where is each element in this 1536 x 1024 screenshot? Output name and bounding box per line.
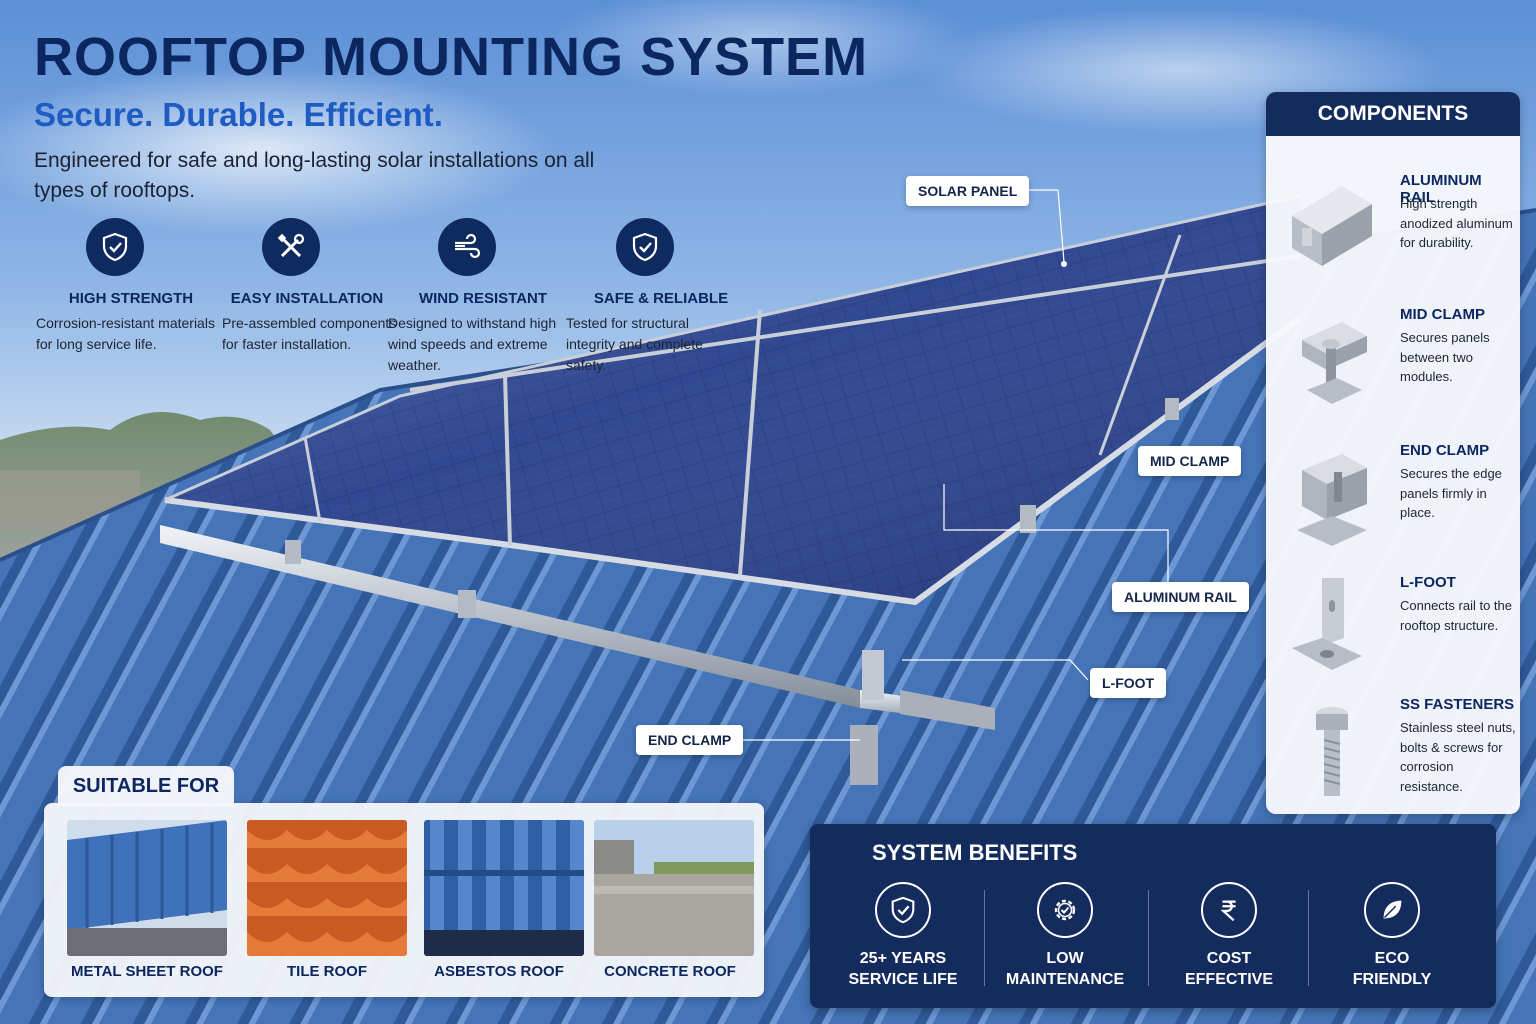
components-panel: COMPONENTS ALUMINUM RAIL High strength a… bbox=[1266, 92, 1520, 814]
benefit-line-2: EFFECTIVE bbox=[1184, 971, 1273, 988]
feature-wind-resistant: WIND RESISTANT Designed to withstand hig… bbox=[388, 218, 578, 376]
benefit-line-2: MAINTENANCE bbox=[1005, 971, 1125, 988]
leaf-icon bbox=[1364, 882, 1420, 938]
component-mid-clamp: MID CLAMP Secures panels between two mod… bbox=[1266, 306, 1520, 436]
benefit-divider bbox=[1308, 890, 1309, 986]
tools-icon bbox=[262, 218, 320, 276]
shield-check-icon bbox=[875, 882, 931, 938]
feature-title: SAFE & RELIABLE bbox=[593, 290, 729, 307]
wind-icon bbox=[438, 218, 496, 276]
benefit-line-1: ECO bbox=[1374, 950, 1410, 967]
feature-easy-installation: EASY INSTALLATION Pre-assembled componen… bbox=[212, 218, 402, 355]
system-benefits-panel: SYSTEM BENEFITS 25+ YEARS SERVICE LIFE LO… bbox=[810, 824, 1496, 1008]
feature-title: WIND RESISTANT bbox=[418, 290, 548, 307]
aluminum-rail-image bbox=[1292, 186, 1372, 266]
component-name: END CLAMP bbox=[1400, 442, 1490, 459]
feature-title: EASY INSTALLATION bbox=[230, 290, 384, 307]
benefits-title: SYSTEM BENEFITS bbox=[872, 840, 1078, 865]
component-description: Stainless steel nuts, bolts & screws for… bbox=[1400, 720, 1516, 794]
gear-check-icon bbox=[1037, 882, 1093, 938]
callout-aluminum-rail: ALUMINUM RAIL bbox=[1112, 582, 1249, 612]
feature-description: Designed to withstand high wind speeds a… bbox=[388, 315, 557, 373]
component-name: SS FASTENERS bbox=[1400, 696, 1515, 713]
concrete-roof-image bbox=[594, 820, 754, 956]
tile-roof-image bbox=[247, 820, 407, 956]
component-description: High strength anodized aluminum for dura… bbox=[1400, 196, 1513, 250]
benefit-line-2: SERVICE LIFE bbox=[848, 971, 958, 988]
component-description: Secures the edge panels firmly in place. bbox=[1400, 466, 1502, 520]
benefit-cost-effective: COST EFFECTIVE bbox=[1149, 882, 1309, 990]
callout-end-clamp: END CLAMP bbox=[636, 725, 744, 755]
feature-high-strength: HIGH STRENGTH Corrosion-resistant materi… bbox=[36, 218, 226, 355]
components-title: COMPONENTS bbox=[1266, 92, 1520, 136]
benefit-line-2: FRIENDLY bbox=[1352, 971, 1432, 988]
callout-mid-clamp: MID CLAMP bbox=[1138, 446, 1242, 476]
feature-safe-reliable: SAFE & RELIABLE Tested for structural in… bbox=[566, 218, 756, 376]
l-foot-image bbox=[1292, 578, 1362, 670]
tagline: Secure. Durable. Efficient. bbox=[34, 96, 443, 133]
suitable-for-panel: METAL SHEET ROOF TILE ROOF ASBESTOS ROOF… bbox=[44, 803, 764, 997]
benefit-line-1: 25+ YEARS bbox=[859, 950, 947, 967]
benefit-service-life: 25+ YEARS SERVICE LIFE bbox=[823, 882, 983, 990]
feature-title: HIGH STRENGTH bbox=[68, 290, 194, 307]
callout-solar-panel: SOLAR PANEL bbox=[906, 176, 1030, 206]
component-description: Connects rail to the rooftop structure. bbox=[1400, 598, 1513, 633]
roof-label-metal-sheet: METAL SHEET ROOF bbox=[71, 963, 223, 980]
suitable-for-title: SUITABLE FOR bbox=[58, 766, 234, 806]
page-title: ROOFTOP MOUNTING SYSTEM bbox=[34, 27, 869, 87]
feature-description: Corrosion-resistant materials for long s… bbox=[36, 315, 215, 352]
benefit-line-1: COST bbox=[1206, 950, 1252, 967]
feature-description: Tested for structural integrity and comp… bbox=[566, 315, 703, 373]
component-l-foot: L-FOOT Connects rail to the rooftop stru… bbox=[1266, 574, 1520, 704]
metal-sheet-roof-image bbox=[67, 820, 227, 956]
benefit-low-maintenance: LOW MAINTENANCE bbox=[985, 882, 1145, 990]
component-end-clamp: END CLAMP Secures the edge panels firmly… bbox=[1266, 442, 1520, 572]
feature-description: Pre-assembled components for faster inst… bbox=[222, 315, 397, 352]
roof-label-asbestos: ASBESTOS ROOF bbox=[434, 963, 564, 980]
benefit-eco-friendly: ECO FRIENDLY bbox=[1312, 882, 1472, 990]
component-description: Secures panels between two modules. bbox=[1400, 330, 1490, 384]
component-aluminum-rail: ALUMINUM RAIL High strength anodized alu… bbox=[1266, 172, 1520, 302]
component-ss-fasteners: SS FASTENERS Stainless steel nuts, bolts… bbox=[1266, 696, 1520, 814]
shield-check-icon bbox=[86, 218, 144, 276]
component-name: MID CLAMP bbox=[1400, 306, 1485, 323]
benefit-divider bbox=[984, 890, 985, 986]
end-clamp-image bbox=[1297, 454, 1367, 546]
mid-clamp-image bbox=[1302, 322, 1367, 404]
component-name: ALUMINUM RAIL bbox=[1400, 172, 1482, 206]
fastener-bolt-image bbox=[1316, 707, 1348, 796]
rupee-icon bbox=[1201, 882, 1257, 938]
shield-check-icon bbox=[616, 218, 674, 276]
callout-l-foot: L-FOOT bbox=[1090, 668, 1167, 698]
asbestos-roof-image bbox=[424, 820, 584, 956]
component-name: L-FOOT bbox=[1400, 574, 1456, 591]
roof-label-tile: TILE ROOF bbox=[287, 963, 367, 980]
roof-label-concrete: CONCRETE ROOF bbox=[604, 963, 736, 980]
page-description: Engineered for safe and long-lasting sol… bbox=[34, 149, 595, 202]
benefit-divider bbox=[1148, 890, 1149, 986]
benefit-line-1: LOW bbox=[1046, 950, 1084, 967]
